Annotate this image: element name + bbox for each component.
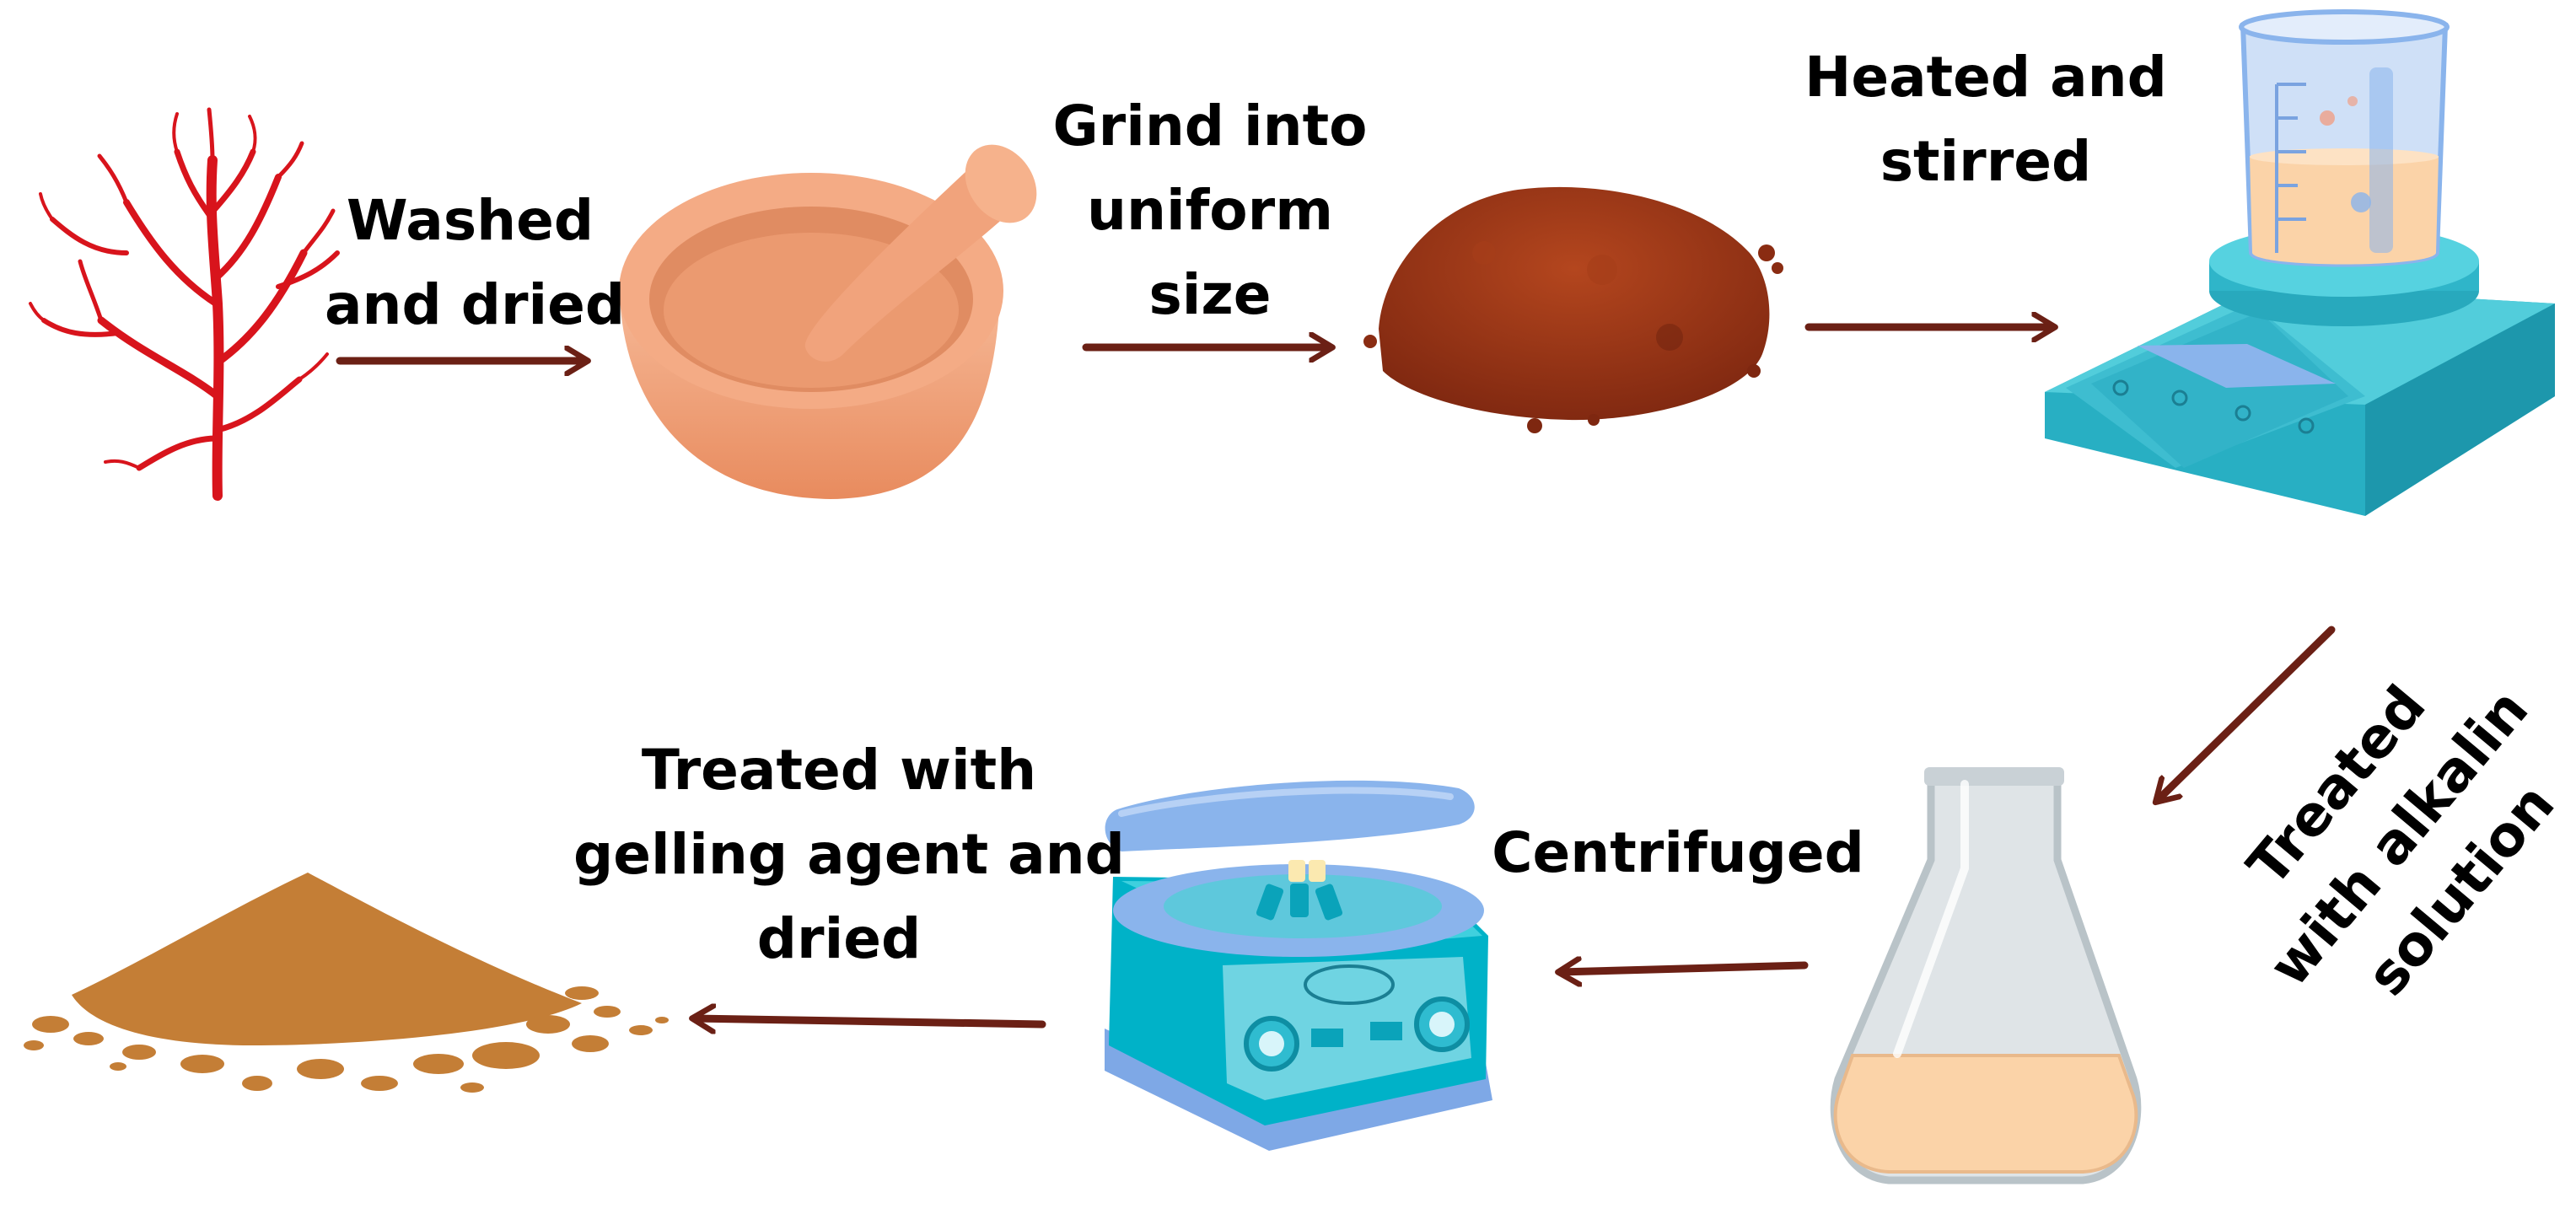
red-powder-pile-icon [1363,186,1783,433]
label-gelling-line2: gelling agent and [573,822,1125,887]
centrifuge-icon [1105,780,1492,1151]
label-grind-line1: Grind into [1052,94,1368,158]
label-centrifuged-line1: Centrifuged [1492,820,1864,885]
arrows [336,327,2336,1024]
label-grind-line3: size [1148,262,1272,327]
label-heated-and-stirred: Heated and stirred [1796,35,2175,204]
label-treated-with-gelling-agent-and-dried: Treated with gelling agent and dried [573,728,1125,981]
label-gelling-line1: Treated with [641,738,1037,803]
erlenmeyer-flask-icon [1830,767,2142,1184]
label-grind-line2: uniform [1087,178,1333,243]
label-washed-line2: and dried [325,272,626,337]
label-heated-line2: stirred [1880,129,2092,194]
red-seaweed-icon [29,107,340,501]
tan-powder-pile-icon [24,873,669,1093]
arrow-hotplate-to-flask [2157,626,2336,801]
label-washed-line1: Washed [346,188,594,253]
label-gelling-line3: dried [756,906,922,971]
hot-plate-stirrer-beaker-icon [2045,9,2555,516]
arrow-flask-to-centrifuge [1560,965,1809,972]
label-centrifuged: Centrifuged [1484,811,1872,895]
mortar-and-pestle-icon [619,144,1037,499]
label-washed-and-dried: Washed and dried [325,179,626,347]
label-heated-line1: Heated and [1804,45,2167,110]
arrow-centrifuge-to-final-powder [694,1018,1046,1024]
label-grind-into-uniform-size: Grind into uniform size [1050,84,1370,337]
